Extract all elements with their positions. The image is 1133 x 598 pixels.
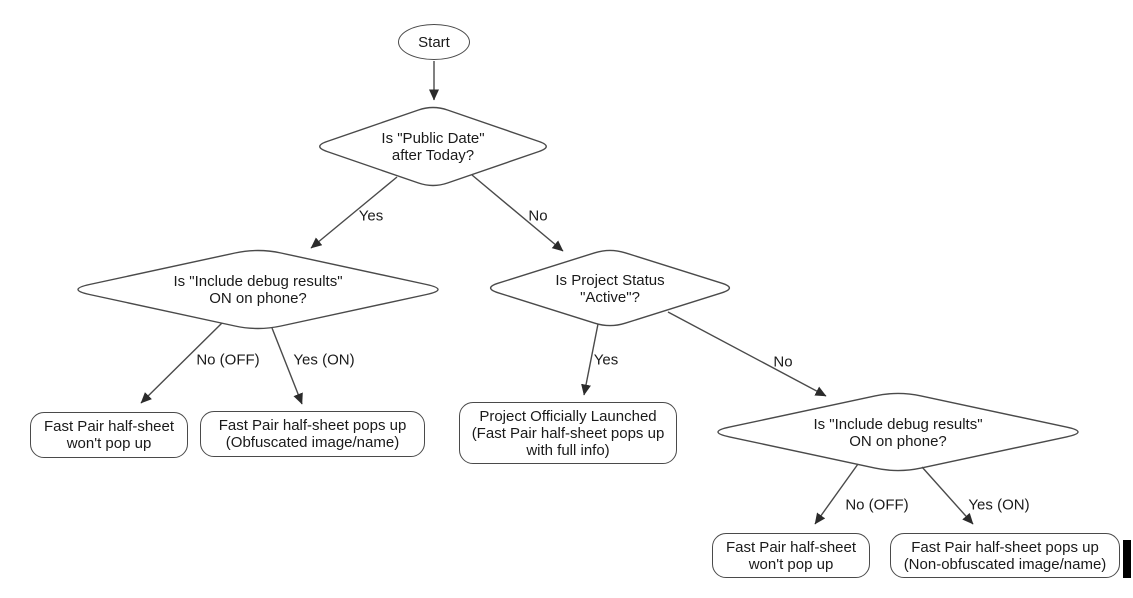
result-wont-popup-left: Fast Pair half-sheet won't pop up	[30, 412, 188, 458]
edge-label-project-status-yes: Yes	[593, 351, 619, 369]
edge-label-public-date-yes: Yes	[358, 207, 384, 225]
edge-project-status-no	[667, 311, 827, 397]
result-non-obfuscated-line1: Fast Pair half-sheet pops up	[911, 538, 1099, 556]
start-node: Start	[398, 24, 470, 60]
start-node-label: Start	[418, 33, 450, 51]
decision-diamond-debug-left	[77, 249, 439, 330]
decision-diamond-project-status	[489, 249, 731, 327]
edge-public-date-no	[471, 174, 564, 252]
edge-debug-right-yes	[921, 466, 974, 525]
result-obfuscated: Fast Pair half-sheet pops up (Obfuscated…	[200, 411, 425, 457]
result-obfuscated-line1: Fast Pair half-sheet pops up	[218, 417, 407, 434]
result-launched-line1: Project Officially Launched	[479, 407, 657, 425]
edge-project-status-yes	[581, 323, 599, 396]
result-wont-popup-right: Fast Pair half-sheet won't pop up	[712, 533, 870, 578]
edge-debug-left-yes	[271, 327, 303, 405]
edge-label-project-status-no: No	[773, 353, 793, 371]
result-non-obfuscated: Fast Pair half-sheet pops up (Non-obfusc…	[890, 533, 1120, 578]
result-wont-popup-left-line1: Fast Pair half-sheet	[43, 418, 175, 435]
text-cursor-artifact	[1123, 540, 1131, 578]
result-wont-popup-right-line2: won't pop up	[748, 555, 834, 573]
decision-diamond-public-date	[319, 106, 547, 187]
edge-label-debug-right-no: No (OFF)	[845, 496, 909, 514]
result-launched-line3: with full info)	[526, 441, 610, 459]
edge-label-debug-right-yes: Yes (ON)	[968, 496, 1030, 514]
decision-diamond-debug-right	[717, 392, 1079, 472]
result-wont-popup-right-line1: Fast Pair half-sheet	[725, 538, 857, 556]
edge-label-debug-left-yes: Yes (ON)	[293, 351, 355, 369]
edge-public-date-yes	[310, 176, 398, 249]
edge-label-debug-left-no: No (OFF)	[196, 351, 260, 369]
result-non-obfuscated-line2: (Non-obfuscated image/name)	[903, 555, 1107, 573]
edge-debug-left-no	[140, 322, 223, 404]
result-launched: Project Officially Launched (Fast Pair h…	[459, 402, 677, 464]
edge-debug-right-no	[814, 463, 859, 525]
result-obfuscated-line2: (Obfuscated image/name)	[225, 434, 400, 451]
result-wont-popup-left-line2: won't pop up	[66, 435, 152, 452]
result-launched-line2: (Fast Pair half-sheet pops up	[471, 424, 665, 442]
edge-label-public-date-no: No	[528, 207, 548, 225]
